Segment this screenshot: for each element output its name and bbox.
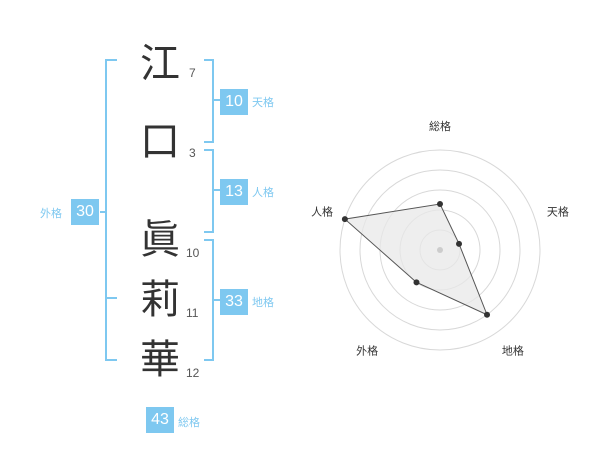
stroke-count-2: 3	[189, 146, 196, 160]
tenkaku-bracket	[204, 59, 214, 143]
chikaku-label: 地格	[252, 296, 274, 309]
radar-ring-2	[399, 209, 481, 291]
radar-axis-label-2: 天格	[547, 205, 569, 219]
radar-ring-5	[339, 149, 541, 351]
soukaku-badge: 43	[146, 407, 174, 433]
radar-point-3	[484, 311, 491, 318]
tenkaku-bracket-tick	[212, 99, 220, 101]
radar-point-5	[341, 216, 348, 223]
name-char-2: 口	[140, 119, 180, 165]
jinkaku-label: 人格	[252, 186, 274, 199]
tenkaku-badge: 10	[220, 89, 248, 115]
radar-point-1	[437, 201, 443, 207]
stroke-count-3: 10	[186, 246, 200, 260]
gaikaku-bracket-tick	[100, 211, 107, 213]
name-char-5: 華	[140, 337, 180, 383]
radar-axis-label-5: 人格	[311, 205, 333, 219]
soukaku-label: 総格	[178, 416, 200, 429]
tenkaku-label: 天格	[252, 96, 274, 109]
name-char-3: 眞	[140, 217, 180, 263]
stroke-count-5: 12	[186, 366, 200, 380]
stroke-count-1: 7	[189, 66, 196, 80]
radar-ring-3	[379, 189, 501, 311]
gaikaku-badge: 30	[71, 199, 99, 225]
jinkaku-badge: 13	[220, 179, 248, 205]
gaikaku-label: 外格	[40, 207, 62, 220]
radar-ring-1	[419, 229, 461, 271]
radar-center-dot	[437, 247, 443, 253]
radar-axis-label-3: 地格	[502, 343, 524, 357]
chikaku-bracket-tick	[212, 299, 220, 301]
radar-axis-label-4: 外格	[356, 343, 378, 357]
radar-axis-label-1: 総格	[429, 119, 451, 133]
chikaku-badge: 33	[220, 289, 248, 315]
radar-point-4	[413, 279, 420, 286]
stroke-count-4: 11	[186, 306, 199, 320]
radar-ring-4	[359, 169, 521, 331]
radar-point-2	[456, 240, 463, 247]
name-char-4: 莉	[140, 277, 180, 323]
gaikaku-bracket	[105, 59, 117, 361]
name-char-1: 江	[140, 41, 180, 87]
radar-data-polygon	[343, 203, 488, 316]
gaikaku-bracket-mid	[107, 297, 117, 299]
jinkaku-bracket	[204, 149, 214, 233]
jinkaku-bracket-tick	[212, 189, 220, 191]
